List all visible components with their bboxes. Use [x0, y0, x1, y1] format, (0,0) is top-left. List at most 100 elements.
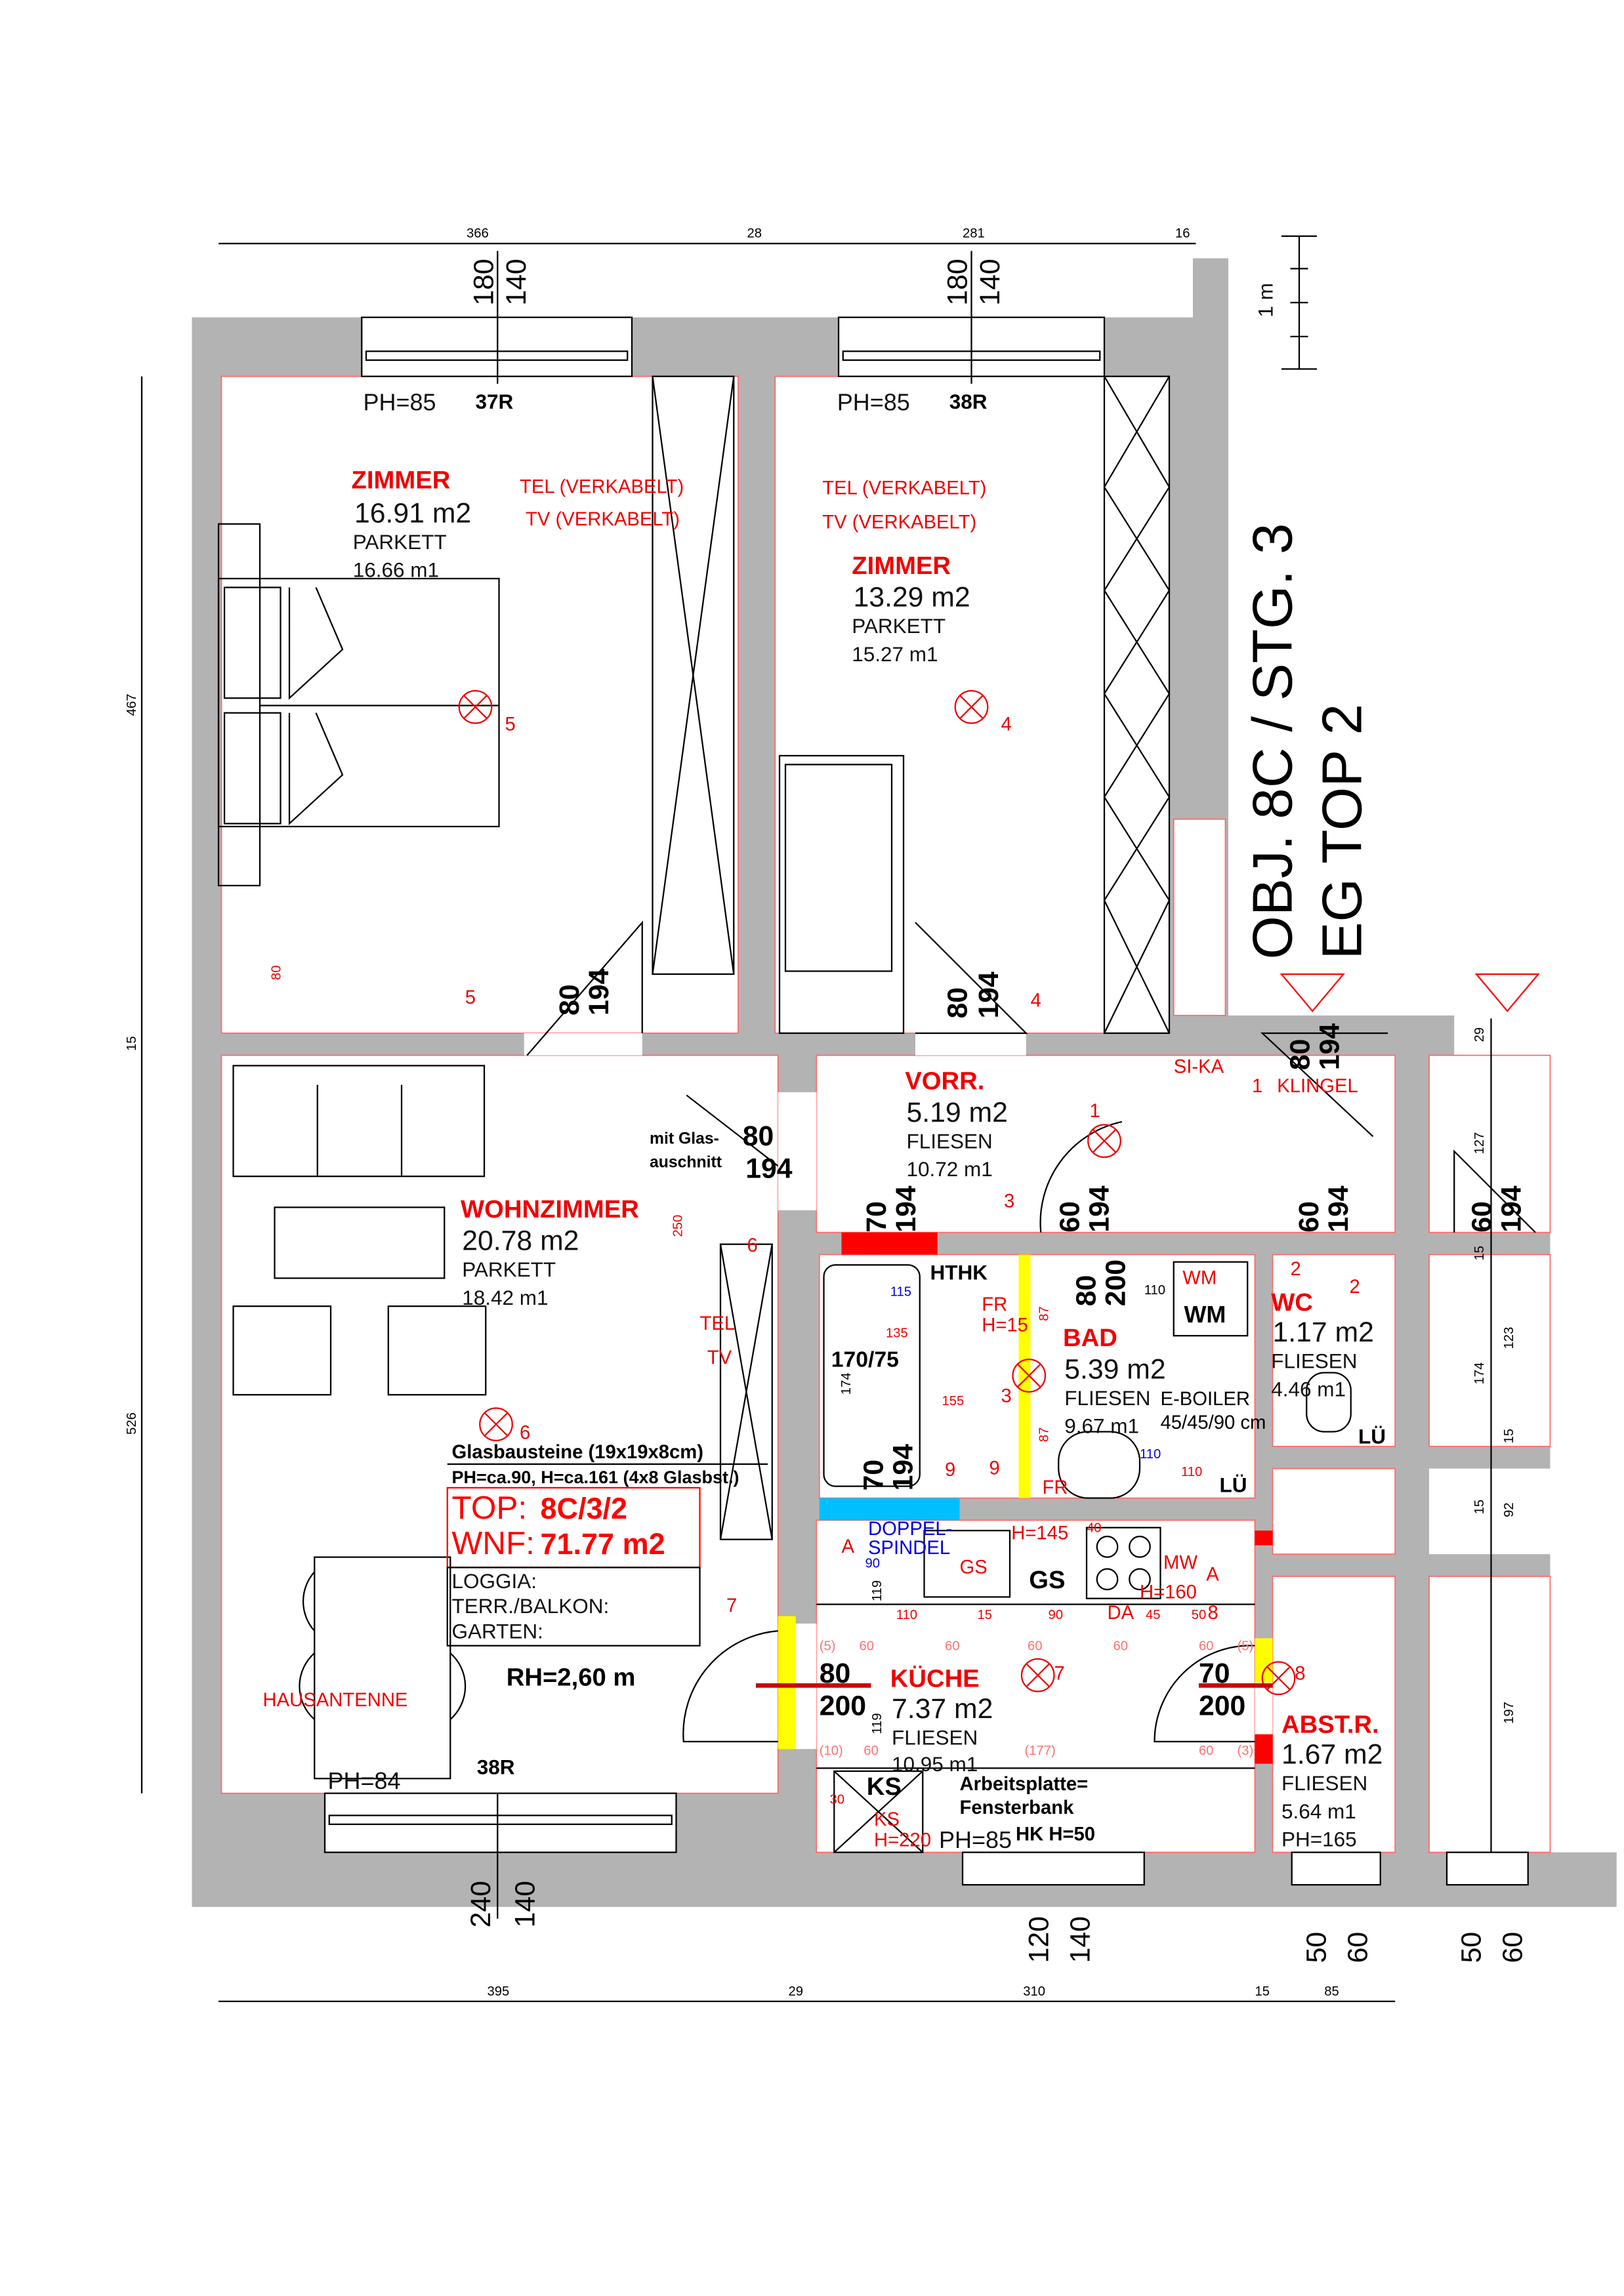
label: VORR. [905, 1067, 984, 1095]
label: 7 [726, 1595, 737, 1616]
label: 140 [510, 1881, 541, 1927]
label: 1 m [1253, 283, 1277, 317]
plan-title: OBJ. 8C / STG. 3 EG TOP 2 [1242, 523, 1374, 959]
label: 15.27 m1 [852, 642, 938, 666]
label: GARTEN: [452, 1619, 543, 1643]
door-labels: 80 194 80 194 80 194 70 194 60 194 80 20… [554, 968, 1527, 1721]
label: LÜ [1219, 1473, 1247, 1497]
label: TV [707, 1347, 732, 1368]
label: 7 [1054, 1663, 1064, 1684]
label: EG TOP 2 [1311, 704, 1373, 960]
label: 119 [870, 1713, 885, 1734]
label: 45/45/90 cm [1160, 1412, 1266, 1433]
windows [323, 251, 1529, 1919]
label: FLIESEN [1064, 1386, 1150, 1410]
label: 110 [1140, 1447, 1161, 1462]
label: 123 [1502, 1327, 1516, 1349]
label: 5 [505, 714, 516, 735]
label: 174 [1472, 1363, 1487, 1385]
label: 140 [501, 258, 532, 305]
label: PH=85 [939, 1826, 1012, 1853]
label: 18.42 m1 [462, 1286, 548, 1309]
light-icon [1087, 1124, 1121, 1158]
label: WC [1271, 1288, 1313, 1317]
room-zimmer-2 [774, 375, 1170, 1034]
label: 15 [1472, 1500, 1487, 1515]
label: 30 [829, 1792, 844, 1807]
label: 194 [1495, 1185, 1527, 1233]
label: 395 [488, 1984, 510, 1999]
label: GS [959, 1557, 987, 1578]
label: 1.17 m2 [1272, 1317, 1373, 1348]
label: WNF: [452, 1525, 535, 1561]
label: E-BOILER [1160, 1389, 1249, 1410]
label: LOGGIA: [452, 1569, 537, 1593]
electrical-labels: TEL (VERKABELT) TV (VERKABELT) TEL (VERK… [263, 476, 1358, 1851]
label: 85 [1324, 1984, 1339, 1999]
label: 87 [1037, 1306, 1051, 1321]
label: FR [1042, 1477, 1068, 1498]
label: 467 [125, 693, 139, 716]
label: 8 [1295, 1663, 1305, 1684]
label: 194 [745, 1153, 793, 1184]
room-kueche [816, 1519, 1256, 1853]
label: SPINDEL [868, 1538, 950, 1559]
label: 1.67 m2 [1281, 1739, 1383, 1771]
label: 194 [583, 968, 615, 1015]
label: 80 [270, 965, 284, 980]
label: 80 [942, 987, 974, 1019]
ceiling-light-icons [458, 689, 1296, 1696]
label: 194 [1084, 1185, 1115, 1233]
stair-markers [1280, 973, 1540, 1012]
label: HK H=50 [1016, 1824, 1095, 1845]
label: 60 [1054, 1201, 1086, 1233]
label: 60 [864, 1744, 879, 1758]
label: 9.67 m1 [1064, 1414, 1139, 1438]
label: (3) [1237, 1744, 1253, 1758]
label: 197 [1502, 1702, 1516, 1724]
label: KLINGEL [1277, 1076, 1358, 1097]
label: 180 [942, 258, 974, 305]
label: 194 [1314, 1023, 1346, 1071]
label: 70 [858, 1460, 889, 1491]
label: 3 [1001, 1385, 1011, 1406]
label: PH=165 [1281, 1828, 1357, 1851]
label: 60 [1342, 1932, 1373, 1963]
label: 5.39 m2 [1064, 1353, 1165, 1385]
label: 80 [1285, 1039, 1316, 1071]
label: 110 [1181, 1465, 1202, 1479]
room-wc [1272, 1254, 1396, 1447]
label: PH=85 [837, 388, 910, 415]
label: 60 [1497, 1932, 1529, 1963]
label: 110 [1144, 1283, 1165, 1298]
label: 45 [1146, 1608, 1161, 1622]
label: 170/75 [831, 1347, 899, 1372]
label: 29 [1472, 1027, 1487, 1042]
label: 92 [1502, 1502, 1516, 1517]
label: 80 [554, 984, 585, 1015]
label: 194 [973, 972, 1005, 1019]
label: 16 [1175, 226, 1190, 241]
label: PH=84 [328, 1767, 401, 1794]
label: 80 [820, 1658, 851, 1689]
dimension-labels: 366 28 281 16 395 29 310 15 85 467 15 52… [125, 226, 1516, 1999]
label: PH=85 [364, 388, 436, 415]
label: TV (VERKABELT) [526, 509, 680, 530]
label: Fensterbank [959, 1797, 1074, 1818]
label: LÜ [1358, 1424, 1386, 1448]
label: 8C/3/2 [541, 1492, 628, 1525]
label: ABST.R. [1281, 1710, 1379, 1738]
label: 200 [1199, 1690, 1245, 1721]
annotations: Glasbausteine (19x19x8cm) PH=ca.90, H=ca… [447, 1130, 1386, 1845]
label: 38R [949, 390, 988, 413]
label: 155 [942, 1394, 964, 1408]
label: 70 [861, 1201, 892, 1233]
label: 80 [1070, 1275, 1102, 1307]
label: FLIESEN [1281, 1771, 1367, 1795]
